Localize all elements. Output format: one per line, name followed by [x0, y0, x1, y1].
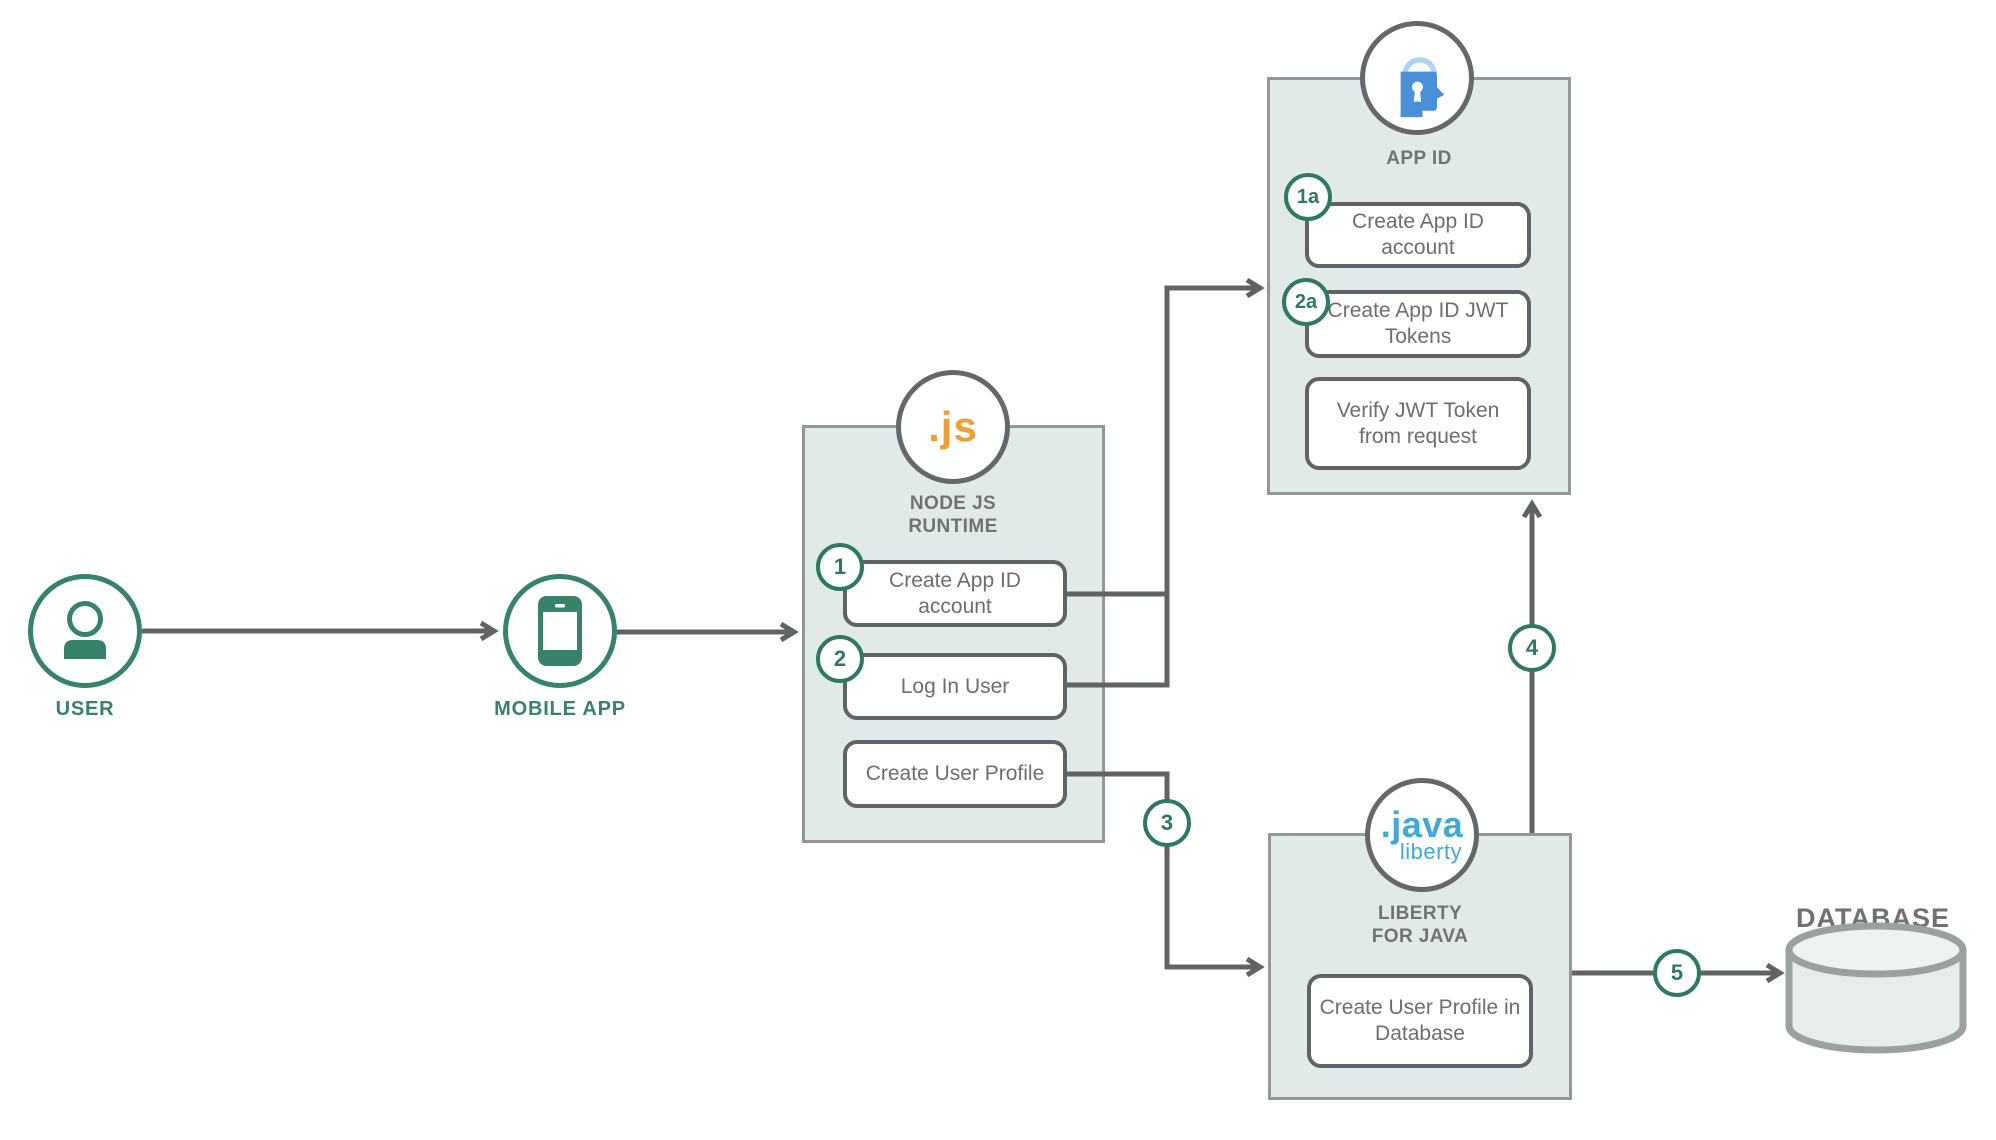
appid-lock-icon [1400, 57, 1445, 118]
user-label: USER [55, 698, 115, 720]
card-create-profile-in-db: Create User Profile in Database [1307, 974, 1533, 1068]
mobile-app-avatar [503, 574, 617, 688]
person-icon [64, 601, 106, 659]
step-badge-1: 1 [816, 543, 864, 591]
card-appid-create-account: Create App ID account [1305, 202, 1531, 268]
nodejs-logo-circle: .js [896, 370, 1010, 484]
step-badge-2: 2 [816, 635, 864, 683]
card-appid-jwt-tokens: Create App ID JWT Tokens [1305, 290, 1531, 358]
step-badge-1a: 1a [1284, 173, 1332, 221]
step-badge-4: 4 [1508, 624, 1556, 672]
nodejs-title: NODE JS RUNTIME [908, 493, 998, 537]
mobile-app-label: MOBILE APP [494, 698, 626, 720]
card-label: Create App ID JWT Tokens [1327, 299, 1509, 348]
java-liberty-logo: .java liberty [1381, 807, 1464, 863]
card-create-user-profile: Create User Profile [843, 740, 1067, 808]
card-label: Log In User [900, 674, 1010, 698]
card-create-appid-account: Create App ID account [843, 560, 1067, 627]
card-verify-jwt-token: Verify JWT Token from request [1305, 377, 1531, 470]
step-badge-2a: 2a [1282, 278, 1330, 326]
liberty-logo-text: liberty [1399, 839, 1463, 864]
java-logo-text: .java [1380, 804, 1464, 845]
card-label: Create App ID account [1352, 210, 1484, 259]
card-label: Create User Profile [865, 762, 1045, 785]
card-label: Create User Profile in Database [1319, 996, 1521, 1045]
database-cylinder [1785, 922, 1967, 1054]
step-badge-3: 3 [1143, 799, 1191, 847]
user-avatar [28, 574, 142, 688]
liberty-title: LIBERTY FOR JAVA [1371, 903, 1469, 947]
nodejs-logo-text: .js [928, 403, 978, 450]
card-label: Verify JWT Token from request [1336, 398, 1500, 448]
step-badge-5: 5 [1653, 949, 1701, 997]
card-label: Create App ID account [889, 568, 1021, 618]
phone-icon [538, 596, 582, 666]
appid-title: APP ID [1386, 148, 1452, 169]
card-log-in-user: Log In User [843, 653, 1067, 720]
liberty-logo-circle: .java liberty [1365, 778, 1479, 892]
appid-logo-circle [1360, 21, 1474, 135]
